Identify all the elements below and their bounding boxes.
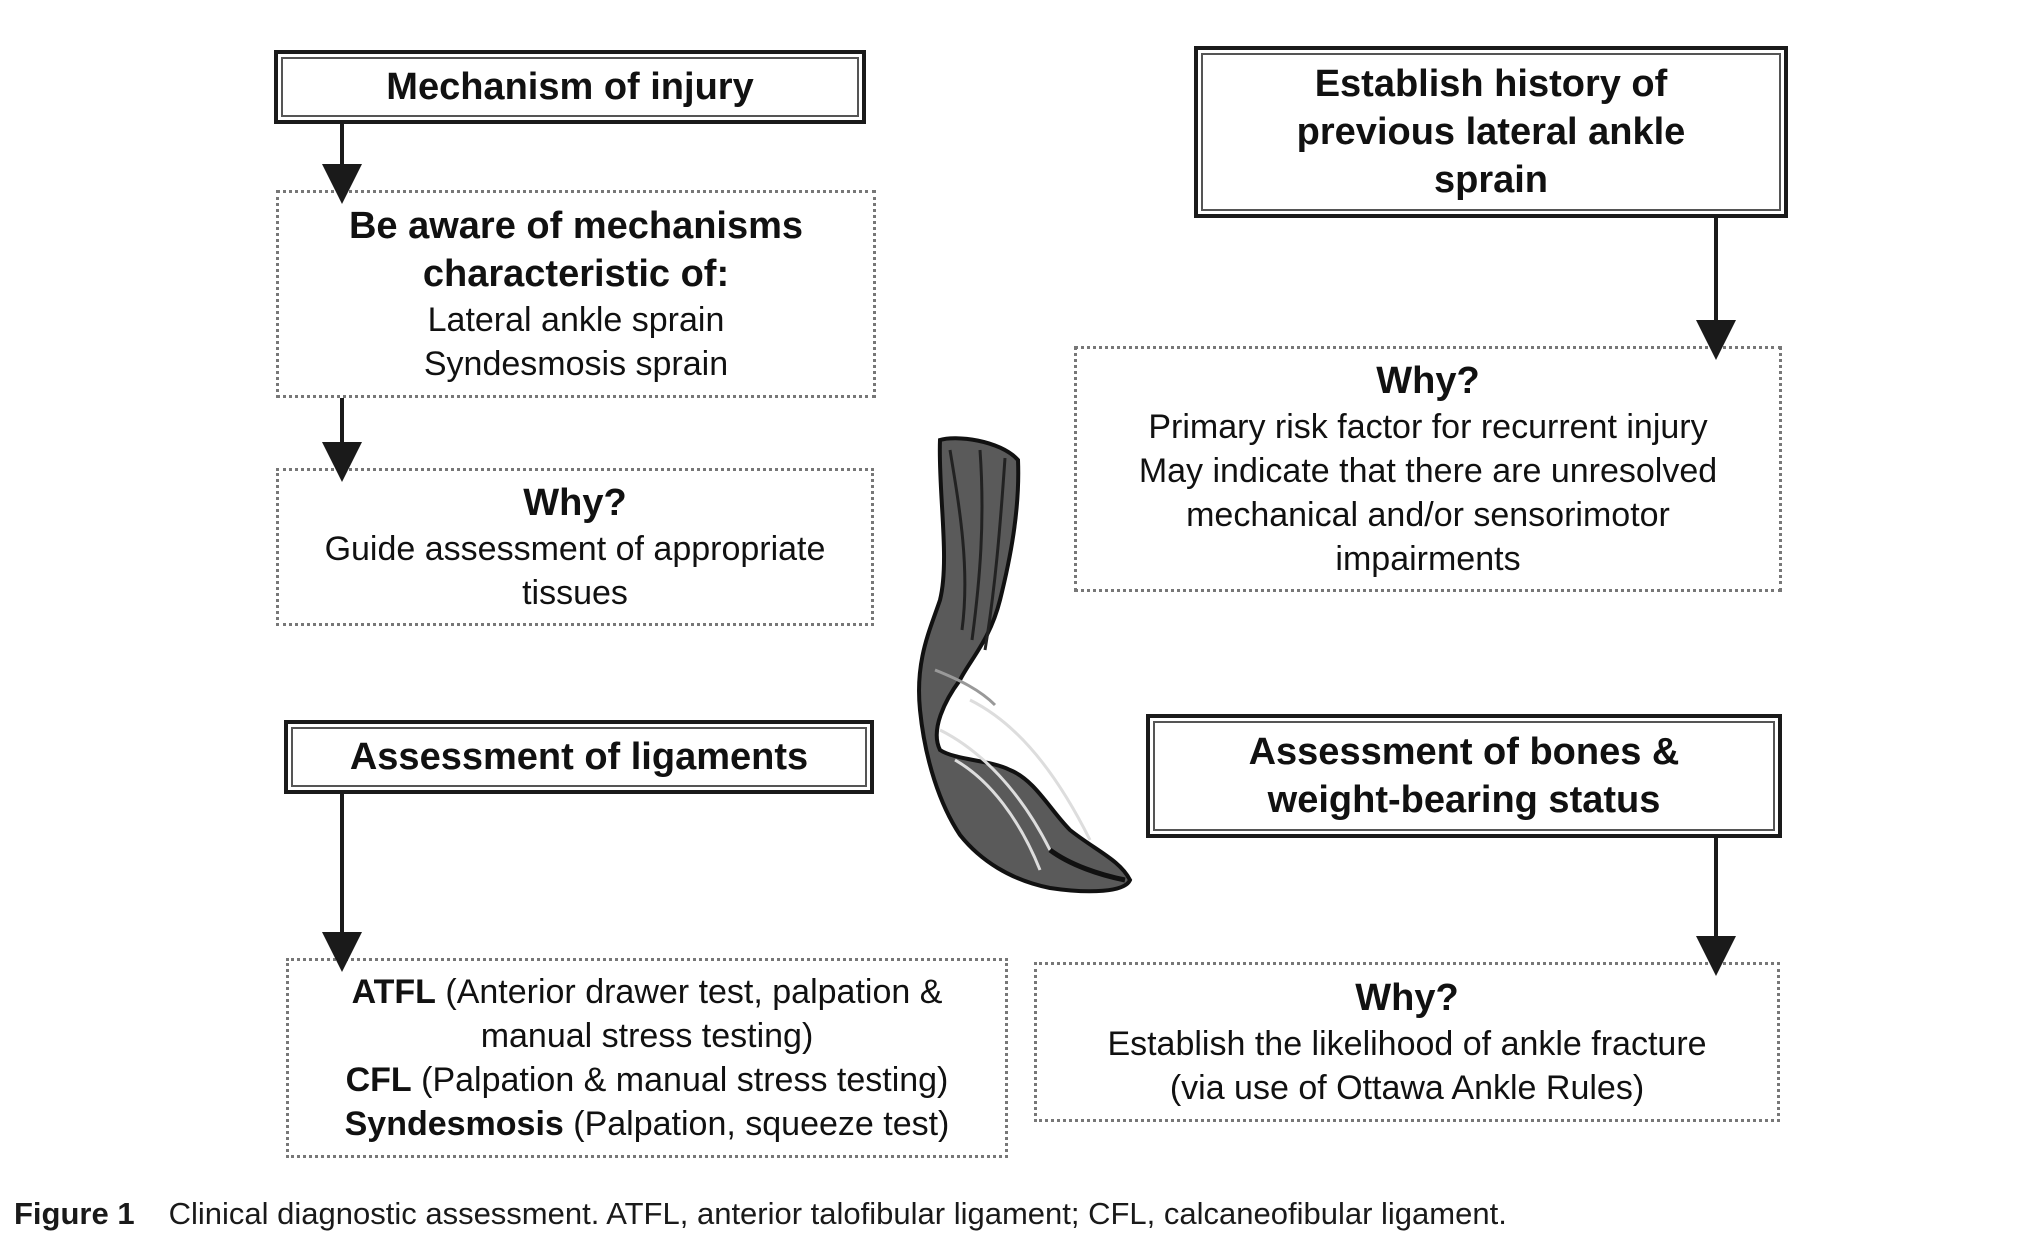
foot-illustration [917,436,1133,894]
why-risk-line-4: impairments [1335,540,1521,578]
aware-line-2: Syndesmosis sprain [423,345,729,383]
bones-title-line-2: weight-bearing status [1267,779,1661,821]
syndesmosis-line: Syndesmosis (Palpation, squeeze test) [345,1102,950,1146]
ligament-tests-box: ATFL (Anterior drawer test, palpation & … [286,958,1008,1158]
history-title-line-1: Establish history of [1314,63,1668,105]
figure-caption-text: Clinical diagnostic assessment. ATFL, an… [168,1196,1507,1231]
cfl-term: CFL [345,1061,412,1099]
bones-title-line-1: Assessment of bones & [1248,731,1680,773]
syndesmosis-term: Syndesmosis [344,1105,564,1143]
figure-label: Figure 1 [14,1196,135,1231]
why-fracture-line-2: (via use of Ottawa Ankle Rules) [1169,1069,1645,1107]
aware-mechanisms-box: Be aware of mechanisms characteristic of… [276,190,876,398]
cfl-desc: (Palpation & manual stress testing) [411,1061,949,1099]
aware-title-line-1: Be aware of mechanisms [348,205,804,247]
why-risk-line-3: mechanical and/or sensorimotor [1186,496,1670,534]
atfl-term: ATFL [351,973,436,1011]
why-fracture-line-1: Establish the likelihood of ankle fractu… [1107,1025,1707,1063]
why-fracture-box: Why? Establish the likelihood of ankle f… [1034,962,1780,1122]
why-risk-line-2: May indicate that there are unresolved [1138,452,1718,490]
history-box: Establish history of previous lateral an… [1194,46,1788,218]
aware-title-line-2: characteristic of: [422,253,730,295]
ligaments-title: Assessment of ligaments [349,736,809,778]
why-guide-box: Why? Guide assessment of appropriate tis… [276,468,874,626]
why-risk-title: Why? [1376,360,1480,402]
why-fracture-title: Why? [1355,977,1459,1019]
atfl-desc: (Anterior drawer test, palpation & [435,973,943,1011]
syndesmosis-desc: (Palpation, squeeze test) [563,1105,950,1143]
bones-box: Assessment of bones & weight-bearing sta… [1146,714,1782,838]
why-risk-box: Why? Primary risk factor for recurrent i… [1074,346,1782,592]
mechanism-title: Mechanism of injury [386,66,754,108]
mechanism-of-injury-box: Mechanism of injury [274,50,866,124]
figure-caption: Figure 1 Clinical diagnostic assessment. … [14,1196,2014,1232]
why-guide-title: Why? [523,482,627,524]
atfl-line-2: manual stress testing) [480,1017,814,1055]
atfl-line: ATFL (Anterior drawer test, palpation & [352,970,943,1014]
ligaments-box: Assessment of ligaments [284,720,874,794]
aware-line-1: Lateral ankle sprain [427,301,725,339]
history-title-line-3: sprain [1433,159,1549,201]
why-risk-line-1: Primary risk factor for recurrent injury [1148,408,1708,446]
why-guide-line-2: tissues [522,574,628,612]
why-guide-line-1: Guide assessment of appropriate [324,530,826,568]
history-title-line-2: previous lateral ankle [1296,111,1686,153]
cfl-line: CFL (Palpation & manual stress testing) [346,1058,949,1102]
